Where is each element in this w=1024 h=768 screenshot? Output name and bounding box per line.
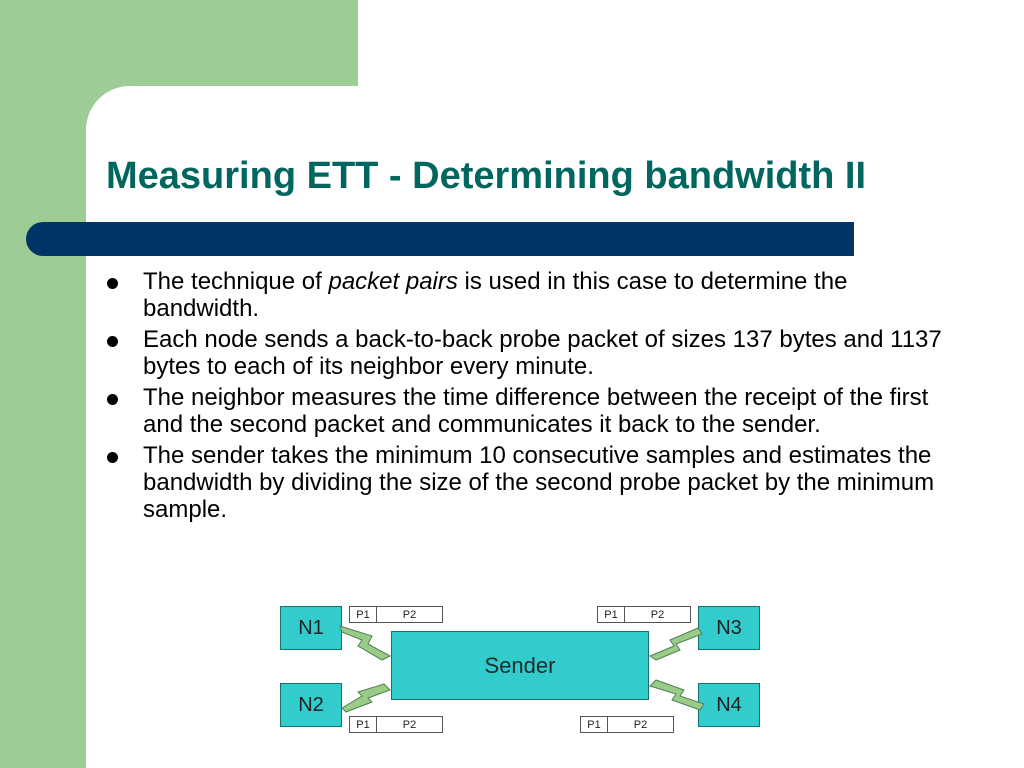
title-underline-bar [26,222,854,256]
bullet-text: The neighbor measures the time differenc… [143,384,929,438]
bullet-emphasis: packet pairs [328,268,458,295]
bullet-dot-icon [107,394,118,405]
node-n2: N2 [280,683,342,727]
packet-p1: P1 [581,717,608,732]
packet-p2: P2 [402,718,417,731]
packet-pair: P1 P2 [349,606,443,623]
bullet-item: The sender takes the minimum 10 consecut… [107,442,957,523]
packet-p2: P2 [633,718,648,731]
packet-pair: P1 P2 [349,716,443,733]
bullet-dot-icon [107,452,118,463]
bullet-text: Each node sends a back-to-back probe pac… [143,326,942,380]
bullet-item: Each node sends a back-to-back probe pac… [107,326,957,380]
node-n3: N3 [698,606,760,650]
sender-box: Sender [391,631,649,700]
bullet-text: is used in this case to determine the ba… [143,268,848,322]
packet-p2: P2 [402,608,417,621]
packet-p1: P1 [350,717,377,732]
packet-p2: P2 [650,608,665,621]
bullet-list: The technique of packet pairs is used in… [107,268,957,527]
node-n1: N1 [280,606,342,650]
packet-pair: P1 P2 [580,716,674,733]
bullet-text: The sender takes the minimum 10 consecut… [143,442,935,523]
bullet-dot-icon [107,278,118,289]
packet-pair: P1 P2 [597,606,691,623]
bullet-text: The technique of [143,268,329,295]
bullet-item: The neighbor measures the time differenc… [107,384,957,438]
packet-p1: P1 [598,607,625,622]
slide-title: Measuring ETT - Determining bandwidth II [106,155,867,197]
node-n4: N4 [698,683,760,727]
bullet-dot-icon [107,336,118,347]
packet-p1: P1 [350,607,377,622]
bullet-item: The technique of packet pairs is used in… [107,268,957,322]
